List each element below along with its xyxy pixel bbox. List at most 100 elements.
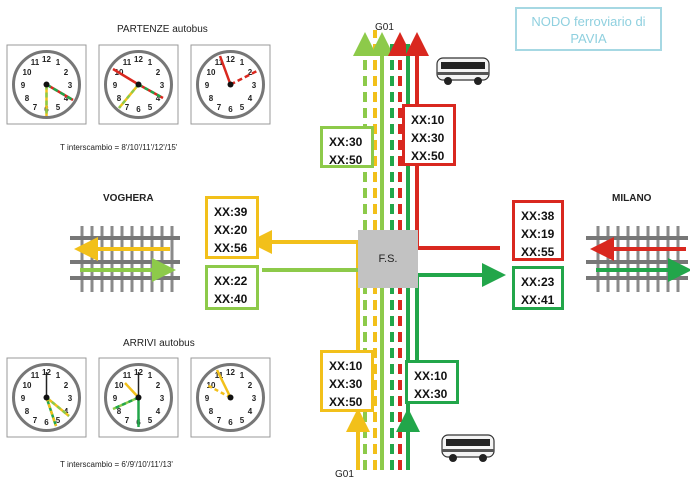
timetable-bus-south-darkgreen: XX:10 XX:30 [405,360,459,404]
svg-text:2: 2 [248,381,253,390]
svg-text:10: 10 [23,381,32,390]
svg-text:2: 2 [64,381,69,390]
time-entry: XX:40 [214,292,248,306]
svg-text:4: 4 [156,94,161,103]
svg-text:2: 2 [156,381,161,390]
svg-text:8: 8 [117,94,122,103]
svg-text:11: 11 [31,58,40,67]
svg-text:3: 3 [160,394,165,403]
svg-text:6: 6 [136,105,141,114]
svg-text:7: 7 [33,103,38,112]
svg-text:11: 11 [215,58,224,67]
time-entry: XX:30 [329,377,363,391]
svg-text:10: 10 [23,68,32,77]
svg-text:7: 7 [125,416,130,425]
time-entry: XX:38 [521,209,555,223]
svg-text:4: 4 [248,94,253,103]
svg-text:3: 3 [68,394,73,403]
svg-text:5: 5 [240,416,245,425]
svg-text:11: 11 [31,371,40,380]
svg-text:5: 5 [148,103,153,112]
svg-text:8: 8 [25,94,30,103]
svg-text:4: 4 [64,407,69,416]
svg-text:1: 1 [240,371,245,380]
svg-text:6: 6 [228,105,233,114]
time-entry: XX:39 [214,205,248,219]
svg-text:12: 12 [42,55,51,64]
svg-text:6: 6 [44,418,49,427]
time-entry: XX:41 [521,293,555,307]
svg-text:9: 9 [21,394,26,403]
svg-text:7: 7 [125,103,130,112]
timetable-voghera-departures: XX:39 XX:20 XX:56 [205,196,259,259]
arrivals-heading: ARRIVI autobus [123,338,195,349]
svg-text:10: 10 [207,381,216,390]
svg-text:8: 8 [209,94,214,103]
svg-text:7: 7 [33,416,38,425]
departures-interchange: T interscambio = 8'/10'/11'/12'/15' [60,143,178,152]
svg-text:7: 7 [217,416,222,425]
svg-text:9: 9 [113,81,118,90]
svg-text:9: 9 [21,81,26,90]
svg-text:8: 8 [25,407,30,416]
svg-text:9: 9 [205,81,210,90]
svg-text:4: 4 [64,94,69,103]
svg-text:2: 2 [156,68,161,77]
node-title-box: NODO ferroviario di PAVIA [515,7,662,51]
svg-text:11: 11 [123,58,132,67]
time-entry: XX:50 [329,153,363,167]
time-entry: XX:30 [414,387,448,401]
time-entry: XX:50 [411,149,445,163]
timetable-milano-departures: XX:38 XX:19 XX:55 [512,200,564,261]
timetable-bus-north-red: XX:10 XX:30 XX:50 [402,104,456,166]
svg-text:12: 12 [226,368,235,377]
svg-text:12: 12 [134,55,143,64]
svg-text:9: 9 [205,394,210,403]
svg-text:11: 11 [123,371,132,380]
svg-text:3: 3 [252,81,257,90]
svg-text:3: 3 [160,81,165,90]
svg-text:9: 9 [113,394,118,403]
svg-text:5: 5 [56,103,61,112]
svg-text:2: 2 [64,68,69,77]
timetable-bus-north-lightgreen: XX:30 XX:50 [320,126,374,168]
svg-text:4: 4 [248,407,253,416]
time-entry: XX:55 [521,245,555,259]
railway-track-icon [70,226,180,292]
time-entry: XX:50 [329,395,363,409]
node-title-line1: NODO ferroviario di [531,14,646,29]
svg-text:3: 3 [252,394,257,403]
bus-stop-bottom-label: G01 [335,469,354,480]
arrivals-interchange: T interscambio = 6'/9'/10'/11'/13' [60,460,173,469]
railway-track-icon [586,226,688,292]
time-entry: XX:30 [411,131,445,145]
svg-text:1: 1 [56,371,61,380]
svg-text:3: 3 [68,81,73,90]
departures-heading: PARTENZE autobus [117,24,208,35]
time-entry: XX:10 [411,113,445,127]
timetable-bus-south-yellow: XX:10 XX:30 XX:50 [320,350,374,412]
svg-text:6: 6 [228,418,233,427]
svg-text:7: 7 [217,103,222,112]
time-entry: XX:19 [521,227,555,241]
time-entry: XX:20 [214,223,248,237]
svg-text:1: 1 [148,58,153,67]
time-entry: XX:22 [214,274,248,288]
svg-text:1: 1 [240,58,245,67]
svg-text:5: 5 [148,416,153,425]
station-box: F.S. [358,230,418,288]
timetable-milano-arrivals: XX:23 XX:41 [512,266,564,310]
bus-icon [436,57,490,85]
svg-text:8: 8 [209,407,214,416]
svg-text:1: 1 [56,58,61,67]
bus-icon [441,434,495,462]
bus-stop-top-label: G01 [375,22,394,33]
timetable-voghera-arrivals: XX:22 XX:40 [205,265,259,310]
city-milano: MILANO [612,193,652,204]
svg-text:8: 8 [117,407,122,416]
